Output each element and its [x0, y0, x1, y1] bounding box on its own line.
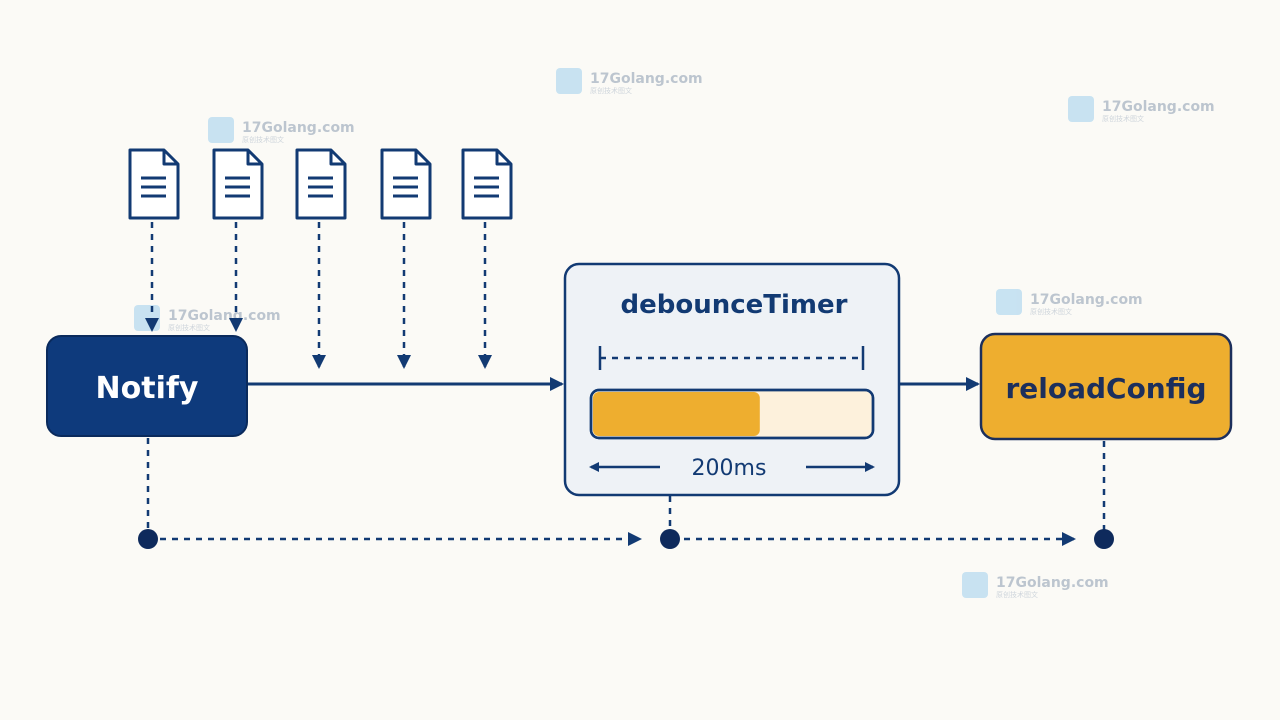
document-icon	[461, 148, 513, 220]
watermark: 17Golang.com 原创技术图文	[962, 572, 1109, 599]
watermark: 17Golang.com 原创技术图文	[208, 117, 355, 144]
timeline	[146, 438, 1106, 546]
notify-label: Notify	[96, 371, 199, 406]
progress-fill	[593, 392, 760, 436]
svg-text:17Golang.com: 17Golang.com	[242, 120, 355, 136]
watermark: 17Golang.com 原创技术图文	[996, 289, 1143, 316]
timeline-dot	[660, 529, 680, 549]
svg-text:原创技术图文: 原创技术图文	[242, 135, 284, 144]
window-marker	[598, 346, 865, 370]
watermark: 17Golang.com 原创技术图文	[1068, 96, 1215, 123]
svg-text:17Golang.com: 17Golang.com	[1030, 292, 1143, 308]
svg-text:17Golang.com: 17Golang.com	[168, 308, 281, 324]
svg-text:原创技术图文: 原创技术图文	[996, 590, 1038, 599]
document-icon	[295, 148, 347, 220]
svg-text:17Golang.com: 17Golang.com	[590, 71, 703, 87]
document-icon	[380, 148, 432, 220]
document-icon	[212, 148, 264, 220]
reload-config-label: reloadConfig	[1005, 372, 1206, 405]
watermark: 17Golang.com 原创技术图文	[134, 305, 281, 332]
notify-node: Notify	[46, 335, 248, 437]
event-arrows	[145, 222, 492, 369]
document-icons	[128, 148, 513, 220]
timeline-dot	[1094, 529, 1114, 549]
reload-config-node: reloadConfig	[979, 332, 1233, 441]
notify-box	[46, 335, 248, 437]
debounce-timer-label: debounceTimer	[621, 290, 848, 320]
reload-config-box	[979, 332, 1233, 441]
svg-text:17Golang.com: 17Golang.com	[996, 575, 1109, 591]
timeline-dot	[138, 529, 158, 549]
watermark: 17Golang.com 原创技术图文	[556, 68, 703, 95]
debounce-timer-node: debounceTimer 200ms	[563, 262, 901, 497]
svg-text:原创技术图文: 原创技术图文	[168, 323, 210, 332]
duration-label: 200ms	[692, 456, 767, 481]
svg-text:17Golang.com: 17Golang.com	[1102, 99, 1215, 115]
svg-text:原创技术图文: 原创技术图文	[1102, 114, 1144, 123]
svg-text:原创技术图文: 原创技术图文	[1030, 307, 1072, 316]
svg-text:原创技术图文: 原创技术图文	[590, 86, 632, 95]
document-icon	[128, 148, 180, 220]
